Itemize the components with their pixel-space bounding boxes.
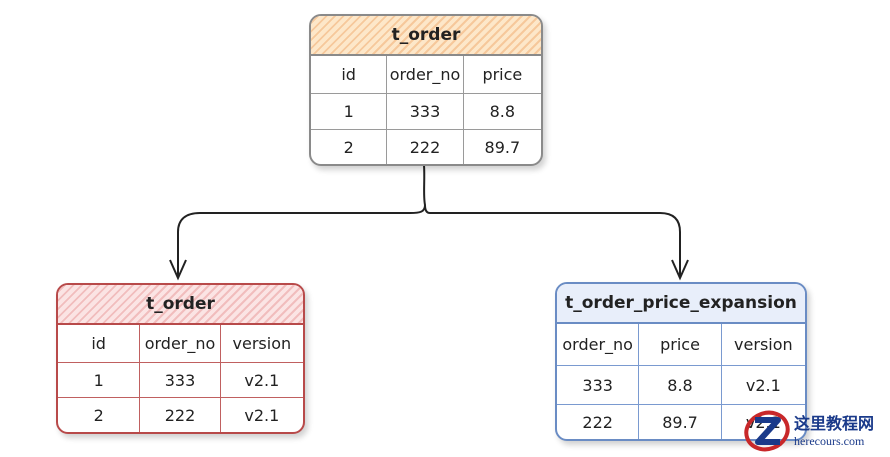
table-cell: 222 — [557, 405, 640, 439]
table-cell: 89.7 — [639, 405, 722, 439]
table-cell: 2 — [311, 130, 388, 164]
table-top-header-row: id order_no price — [311, 56, 541, 94]
table-top-title: t_order — [311, 16, 541, 56]
table-cell: 222 — [387, 130, 464, 164]
header-cell: order_no — [387, 56, 464, 93]
arrow-branch-right — [430, 212, 681, 276]
table-row: 2 222 v2.1 — [58, 398, 303, 432]
table-cell: v2.1 — [745, 375, 781, 395]
table-right-title: t_order_price_expansion — [557, 284, 805, 324]
table-cell: 333 — [140, 363, 221, 397]
table-right-t-order-price-expansion: t_order_price_expansion order_no price v… — [555, 282, 807, 441]
watermark-cn: 这里教程网 — [794, 414, 875, 433]
table-cell: 222 — [140, 398, 221, 432]
table-row: 1 333 8.8 — [311, 94, 541, 130]
table-cell: 1 — [311, 94, 388, 129]
table-left-title: t_order — [58, 285, 303, 325]
header-cell: version — [232, 334, 292, 353]
header-cell: id — [58, 325, 141, 362]
header-cell: order_no — [557, 324, 640, 365]
site-watermark: 这里教程网 herecours.com — [742, 408, 888, 454]
header-cell: order_no — [140, 325, 221, 362]
table-row: 2 222 89.7 — [311, 130, 541, 164]
table-row: 1 333 v2.1 — [58, 363, 303, 398]
table-right-header-row: order_no price version — [557, 324, 805, 366]
table-cell: v2.1 — [244, 370, 280, 390]
arrow-branch-left — [177, 204, 426, 276]
table-cell: 89.7 — [484, 137, 521, 157]
table-left-header-row: id order_no version — [58, 325, 303, 363]
table-cell: 333 — [557, 366, 640, 404]
table-cell: 333 — [387, 94, 464, 129]
table-row: 333 8.8 v2.1 — [557, 366, 805, 405]
table-cell: 8.8 — [489, 102, 516, 121]
header-cell: id — [311, 56, 388, 93]
header-cell: price — [482, 65, 523, 84]
table-left-t-order: t_order id order_no version 1 333 v2.1 2… — [56, 283, 305, 434]
table-top-t-order: t_order id order_no price 1 333 8.8 2 22… — [309, 14, 543, 166]
table-cell: 8.8 — [639, 366, 722, 404]
table-cell: v2.1 — [244, 405, 280, 425]
arrowhead-right — [671, 259, 689, 281]
table-cell: 2 — [58, 398, 141, 432]
watermark-en: herecours.com — [794, 434, 865, 448]
arrowhead-left — [169, 259, 187, 281]
z-logo-icon — [744, 410, 790, 452]
header-cell: version — [734, 335, 793, 354]
table-cell: 1 — [58, 363, 141, 397]
watermark-text: 这里教程网 herecours.com — [794, 414, 874, 448]
header-cell: price — [639, 324, 722, 365]
